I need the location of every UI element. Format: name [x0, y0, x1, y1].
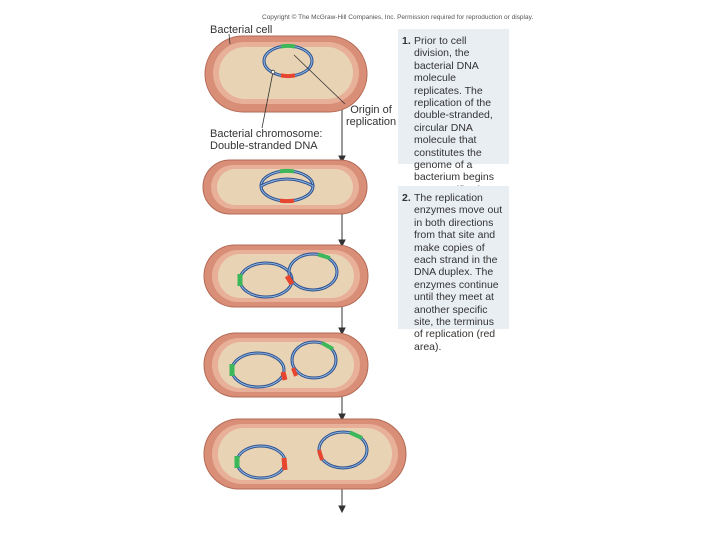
bacterial-chromosome-label: Bacterial chromosome: Double-stranded DN… — [210, 128, 323, 152]
terminus-marker — [293, 368, 296, 376]
bacterial-cell-stage-2 — [203, 160, 367, 214]
step-1-textbox: 1. Prior to cell division, the bacterial… — [398, 29, 509, 164]
bacterial-cell-stage-1 — [205, 36, 367, 112]
chromosome-label-line-1: Bacterial chromosome: — [210, 128, 323, 140]
bacterial-cell-label: Bacterial cell — [210, 24, 272, 36]
bacterial-cell-stage-3 — [204, 245, 368, 307]
origin-of-replication-label: Origin of replication — [346, 104, 396, 128]
terminus-marker — [284, 458, 285, 470]
step-2-text: The replication enzymes move out in both… — [414, 192, 503, 353]
terminus-marker — [281, 75, 295, 76]
terminus-marker — [283, 372, 285, 380]
step-2-number: 2. — [402, 192, 414, 353]
bacterial-cell-stage-4 — [204, 333, 368, 397]
origin-label-line-1: Origin of — [346, 104, 396, 116]
origin-marker — [280, 171, 294, 172]
step-2-textbox: 2. The replication enzymes move out in b… — [398, 186, 509, 329]
origin-label-line-2: replication — [346, 116, 396, 128]
terminus-marker — [280, 201, 294, 202]
chromosome-label-line-2: Double-stranded DNA — [210, 140, 323, 152]
origin-marker — [281, 46, 295, 47]
bacterial-cell-stage-5 — [204, 419, 406, 489]
